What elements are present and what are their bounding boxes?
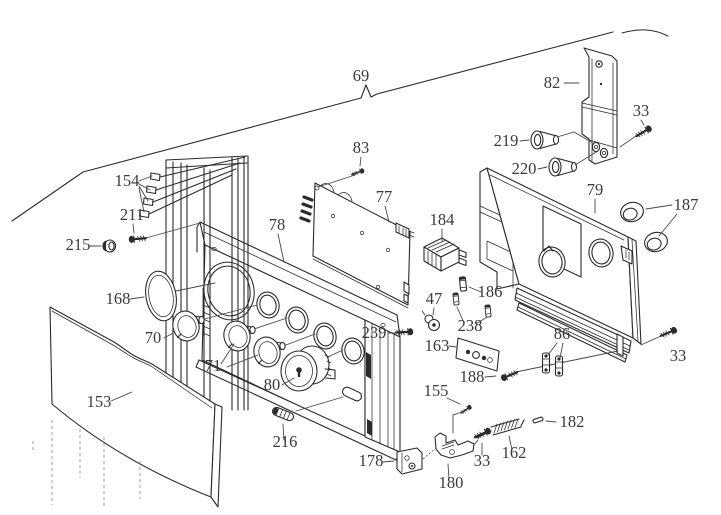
screw-155-axis — [452, 411, 463, 434]
part-label-163: 163 — [425, 336, 450, 355]
part-label-182: 182 — [560, 412, 585, 431]
bracket-82 — [581, 47, 618, 165]
screw-33-top-axis — [619, 135, 637, 148]
part-label-168: 168 — [106, 289, 131, 308]
wire-harness-154 — [138, 156, 246, 219]
part-label-188: 188 — [460, 367, 485, 386]
part-label-80: 80 — [264, 375, 281, 394]
part-labels: 69 82 33 219 220 79 187 83 77 154 211 21… — [66, 66, 699, 492]
screw-33-right — [658, 324, 680, 341]
part-label-162: 162 — [502, 443, 527, 462]
grommet-axis-lines — [556, 131, 599, 166]
spring-162 — [476, 418, 525, 439]
contact-86a — [541, 352, 551, 374]
part-label-33-right: 33 — [670, 346, 687, 365]
part-label-77: 77 — [376, 187, 393, 206]
screw-33-bottom — [472, 425, 494, 442]
pin-238b — [484, 304, 492, 318]
screw-33-right-axis — [640, 335, 662, 346]
knob-axis-lines — [196, 304, 344, 363]
pin-186 — [458, 276, 468, 292]
label-plate-163 — [455, 337, 500, 372]
part-label-219: 219 — [494, 131, 519, 150]
part-label-79: 79 — [587, 180, 604, 199]
part-label-186: 186 — [478, 282, 503, 301]
cap-187b — [641, 229, 671, 255]
part-label-33-top: 33 — [633, 101, 650, 120]
screw-33-top — [633, 123, 655, 141]
knob-70 — [169, 307, 205, 345]
grommet-220 — [548, 157, 578, 177]
part-label-211: 211 — [120, 205, 144, 224]
latch-axis-line — [515, 350, 619, 373]
part-label-47: 47 — [426, 289, 443, 308]
pcb-77 — [299, 182, 415, 309]
rear-panel-79 — [479, 167, 642, 363]
pin-238a — [452, 292, 460, 306]
front-door-153 — [32, 306, 223, 508]
cap-215 — [102, 239, 117, 253]
part-label-70: 70 — [145, 328, 162, 347]
timer-knob-80 — [280, 345, 336, 392]
lens-168 — [145, 270, 216, 322]
screw-211-axis — [145, 222, 201, 239]
bracket-178 — [396, 447, 423, 475]
part-label-220: 220 — [512, 159, 537, 178]
part-label-82: 82 — [544, 73, 561, 92]
latch-align-line — [422, 447, 437, 460]
grommet-219 — [530, 130, 560, 150]
button-216 — [271, 396, 344, 422]
part-label-239: 239 — [362, 323, 387, 342]
part-label-69: 69 — [353, 66, 370, 85]
part-label-33-bottom: 33 — [474, 451, 491, 470]
part-label-154: 154 — [115, 171, 140, 190]
part-label-238: 238 — [458, 316, 483, 335]
screw-155 — [459, 403, 474, 416]
lever-180 — [434, 432, 479, 459]
part-label-187: 187 — [674, 195, 699, 214]
part-label-216: 216 — [273, 432, 298, 451]
part-label-71: 71 — [205, 356, 222, 375]
pin-182 — [532, 416, 544, 424]
contact-86b — [554, 355, 564, 377]
part-label-86: 86 — [554, 324, 571, 343]
screw-83-axis — [317, 174, 356, 188]
leader-lines — [89, 82, 678, 480]
clip-47 — [421, 310, 441, 332]
part-label-155: 155 — [424, 381, 449, 400]
cap-187a — [617, 199, 647, 225]
switch-184 — [423, 237, 467, 272]
part-label-184: 184 — [430, 210, 455, 229]
casing-reference-line — [11, 29, 669, 222]
part-label-178: 178 — [359, 451, 384, 470]
screw-211 — [127, 233, 148, 245]
part-label-180: 180 — [439, 473, 464, 492]
part-label-153: 153 — [87, 392, 112, 411]
part-label-78: 78 — [269, 215, 286, 234]
part-label-215: 215 — [66, 235, 91, 254]
screw-188 — [498, 367, 520, 384]
part-label-83: 83 — [353, 138, 370, 157]
